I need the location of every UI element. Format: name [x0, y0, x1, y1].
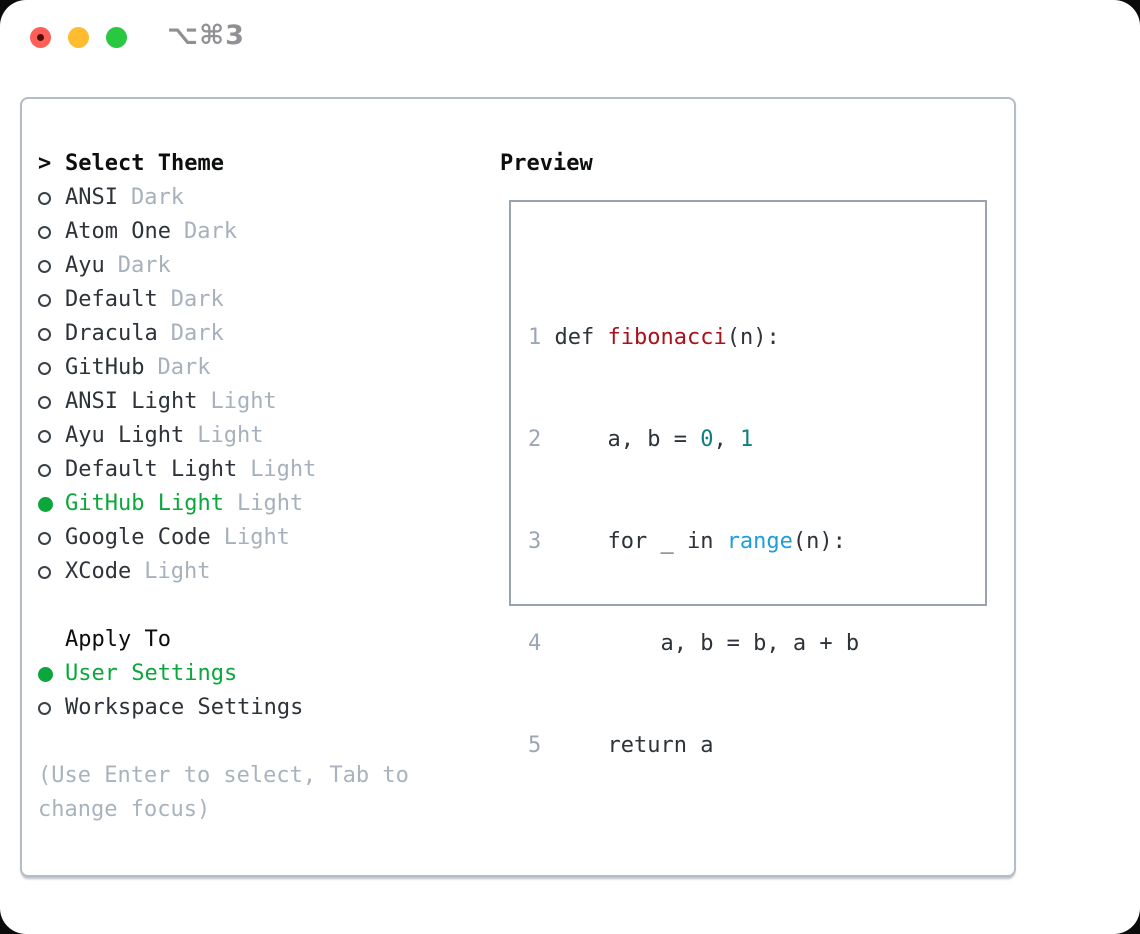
theme-option-ansi-dark[interactable]: ANSI Dark [38, 181, 488, 215]
apply-to-option-user-settings[interactable]: User Settings [38, 657, 488, 691]
window-shortcut-label: ⌥⌘3 [167, 20, 245, 51]
theme-option-variant: Dark [170, 321, 224, 346]
code-segment: , [713, 427, 740, 452]
keyboard-hint-text: (Use Enter to select, Tab to change focu… [38, 763, 409, 822]
spacer-row [528, 865, 985, 899]
preview-box: 1 def fibonacci(n): 2 a, b = 0, 1 3 for … [509, 200, 987, 758]
code-line: 1 def fibonacci(n): [528, 321, 985, 355]
code-segment: (n): [792, 529, 846, 554]
theme-option-variant: Light [197, 423, 264, 448]
code-line: 5 return a [528, 729, 985, 763]
theme-option-variant: Dark [130, 185, 184, 210]
radio-selected-icon [38, 496, 53, 512]
theme-option-variant: Light [236, 491, 304, 516]
line-number: 2 [528, 427, 542, 452]
code-segment: range [726, 529, 793, 554]
preview-title: Preview [500, 151, 593, 176]
theme-option-name: GitHub [65, 355, 145, 380]
theme-option-variant: Light [223, 525, 290, 550]
theme-option-variant: Light [144, 559, 211, 584]
theme-option-name: Atom One [65, 219, 171, 244]
radio-icon [38, 429, 51, 443]
line-number: 4 [528, 631, 542, 656]
theme-option-ayu-dark[interactable]: Ayu Dark [38, 249, 488, 283]
theme-option-name: Ayu Light [65, 423, 185, 448]
theme-option-atom-one-dark[interactable]: Atom One Dark [38, 215, 488, 249]
minimize-window-button[interactable] [68, 27, 89, 48]
theme-option-name: GitHub Light [65, 491, 224, 516]
radio-icon [38, 531, 51, 545]
code-segment: def [541, 325, 608, 350]
theme-option-name: ANSI [65, 185, 118, 210]
line-number: 3 [528, 529, 542, 554]
spacer-row [38, 725, 488, 759]
theme-option-ansi-light[interactable]: ANSI Light Light [38, 385, 488, 419]
theme-option-ayu-light[interactable]: Ayu Light Light [38, 419, 488, 453]
theme-picker-header: > Select Theme [38, 147, 488, 181]
code-segment: 0 [700, 427, 714, 452]
apply-to-option-label: User Settings [65, 661, 238, 686]
prompt-icon: > [38, 151, 52, 176]
code-segment: 1 [739, 427, 754, 452]
line-number: 1 [528, 325, 542, 350]
theme-option-variant: Dark [117, 253, 171, 278]
code-segment: return a [541, 733, 714, 758]
code-line: 4 a, b = b, a + b [528, 627, 985, 661]
code-line: 2 a, b = 0, 1 [528, 423, 985, 457]
theme-option-variant: Dark [170, 287, 224, 312]
theme-picker-title: Select Theme [65, 151, 224, 176]
radio-icon [38, 701, 51, 715]
radio-icon [38, 293, 51, 307]
apply-to-title: Apply To [65, 627, 171, 652]
code-segment: (n): [726, 325, 780, 350]
theme-option-variant: Dark [183, 219, 237, 244]
theme-option-name: Dracula [65, 321, 158, 346]
apply-to-option-workspace-settings[interactable]: Workspace Settings [38, 691, 488, 725]
apply-to-header: Apply To [38, 623, 488, 657]
zoom-window-button[interactable] [106, 27, 127, 48]
spacer-row [38, 589, 488, 623]
theme-option-name: Default Light [65, 457, 238, 482]
theme-option-variant: Light [210, 389, 277, 414]
radio-icon [38, 259, 51, 273]
close-window-button[interactable] [30, 27, 51, 48]
code-segment: a, b = b, a + b [541, 631, 860, 656]
radio-icon [38, 463, 51, 477]
radio-icon [38, 327, 51, 341]
radio-icon [38, 565, 51, 579]
theme-option-name: Default [65, 287, 158, 312]
theme-option-xcode-light[interactable]: XCode Light [38, 555, 488, 589]
theme-option-variant: Light [250, 457, 317, 482]
theme-option-default-dark[interactable]: Default Dark [38, 283, 488, 317]
theme-option-github-dark[interactable]: GitHub Dark [38, 351, 488, 385]
theme-list: > Select Theme ANSI Dark Atom One Dark A… [38, 147, 488, 827]
theme-option-name: Ayu [65, 253, 105, 278]
theme-option-name: ANSI Light [65, 389, 198, 414]
theme-option-dracula-dark[interactable]: Dracula Dark [38, 317, 488, 351]
code-line: 3 for _ in range(n): [528, 525, 985, 559]
theme-option-github-light[interactable]: GitHub Light Light [38, 487, 488, 521]
apply-to-option-label: Workspace Settings [65, 695, 304, 720]
theme-option-google-code-light[interactable]: Google Code Light [38, 521, 488, 555]
line-number: 5 [528, 733, 542, 758]
theme-option-name: Google Code [65, 525, 211, 550]
theme-selector-panel: > Select Theme ANSI Dark Atom One Dark A… [20, 97, 1016, 877]
radio-icon [38, 361, 51, 375]
radio-selected-icon [38, 666, 53, 682]
titlebar: ⌥⌘3 [0, 0, 1140, 74]
radio-icon [38, 191, 51, 205]
code-segment: a, b = [541, 427, 701, 452]
code-segment: for _ in [541, 529, 727, 554]
theme-option-default-light[interactable]: Default Light Light [38, 453, 488, 487]
theme-option-name: XCode [65, 559, 132, 584]
radio-icon [38, 395, 51, 409]
theme-option-variant: Dark [157, 355, 211, 380]
code-segment: fibonacci [607, 325, 727, 350]
radio-icon [38, 225, 51, 239]
